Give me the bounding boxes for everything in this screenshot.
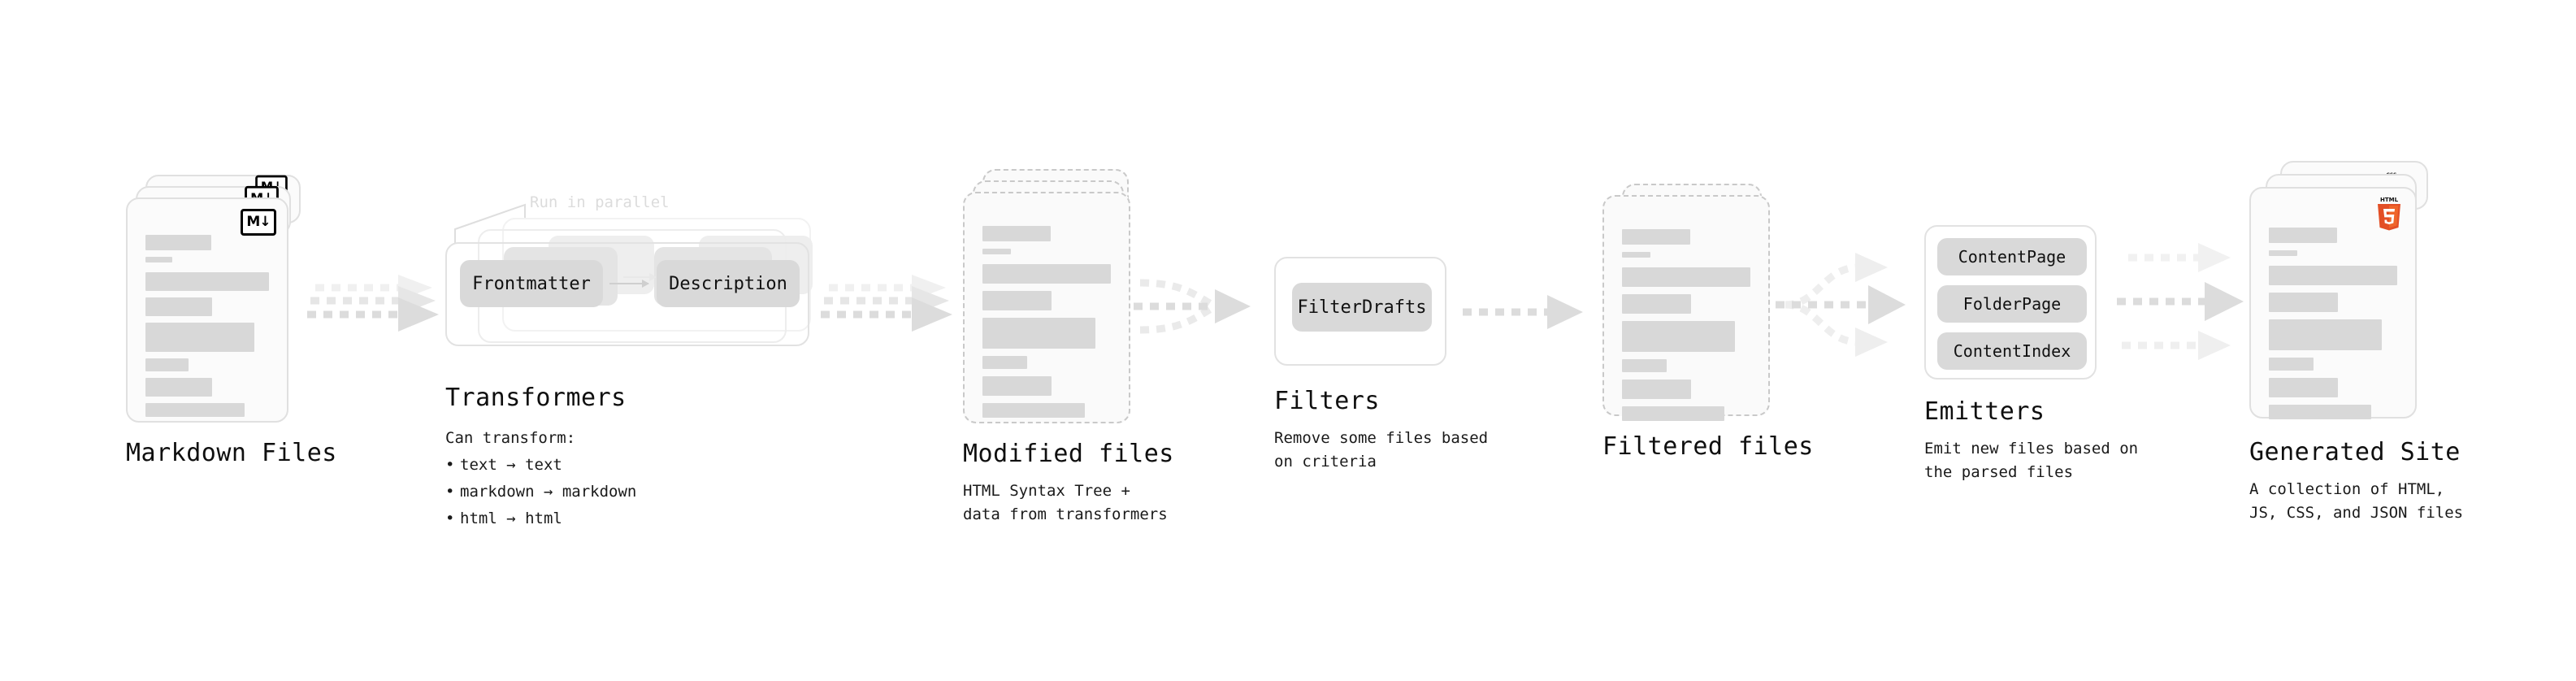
html5-icon: HTML: [2374, 195, 2404, 231]
transformer-node-frontmatter[interactable]: Frontmatter: [460, 260, 603, 307]
stage-subtitle-generated: A collection of HTML, JS, CSS, and JSON …: [2249, 480, 2464, 522]
flow-filters-to-filtered: [1463, 293, 1593, 333]
stage-subtitle-filters: Remove some files based on criteria: [1274, 429, 1489, 471]
run-in-parallel-bracket: [452, 200, 549, 247]
filter-node-filterdrafts[interactable]: FilterDrafts: [1292, 283, 1432, 332]
svg-text:HTML: HTML: [2380, 197, 2399, 203]
stage-title-markdown: Markdown Files: [126, 439, 337, 467]
flow-modified-to-filters: [1134, 268, 1272, 358]
run-in-parallel-label: Run in parallel: [530, 193, 670, 211]
stage-subtitle-modified: HTML Syntax Tree + data from transformer…: [963, 482, 1168, 523]
stage-title-emitters: Emitters: [1924, 397, 2045, 426]
emitters-group-box: ContentPage FolderPage ContentIndex: [1924, 225, 2097, 380]
stage-generated-site: CSS HTML: [2249, 161, 2463, 524]
generated-card-html: HTML: [2249, 187, 2417, 419]
flow-markdown-to-transformers: [307, 275, 445, 344]
filtered-card-stack: [1602, 184, 1777, 421]
stage-emitters: ContentPage FolderPage ContentIndex Emit…: [1924, 225, 2138, 484]
stage-title-filtered: Filtered files: [1602, 432, 1814, 461]
stage-filters: FilterDrafts Filters Remove some files b…: [1274, 257, 1488, 473]
stage-subtitle-emitters: Emit new files based on the parsed files: [1924, 440, 2139, 481]
emitter-node-contentindex[interactable]: ContentIndex: [1937, 332, 2087, 370]
card-skeleton-lines: [2269, 228, 2397, 419]
modified-card-front: [963, 192, 1130, 423]
transformers-bullet-list: text → text markdown → markdown html → h…: [445, 452, 827, 533]
flow-transformers-to-modified: [821, 275, 959, 344]
generated-card-stack: CSS HTML: [2249, 161, 2436, 425]
stage-markdown-files: M↓ M↓ M↓ Markdown F: [126, 175, 337, 467]
stage-title-transformers: Transformers: [445, 384, 627, 412]
card-skeleton-lines: [1622, 229, 1750, 421]
markdown-card-stack: M↓ M↓ M↓: [126, 175, 301, 423]
stage-modified-files: Modified files HTML Syntax Tree + data f…: [963, 169, 1174, 526]
filters-group-box: FilterDrafts: [1274, 257, 1446, 366]
modified-card-stack: [963, 169, 1138, 425]
transformers-group-stack: Run in parallel Frontmatter Description: [445, 189, 827, 359]
bullet-html-to-html: html → html: [445, 505, 827, 532]
stage-filtered-files: Filtered files: [1602, 184, 1814, 461]
stage-title-generated: Generated Site: [2249, 438, 2461, 466]
transformer-node-description[interactable]: Description: [657, 260, 800, 307]
bullet-markdown-to-markdown: markdown → markdown: [445, 479, 827, 505]
bullet-text-to-text: text → text: [445, 452, 827, 479]
transformer-group-front: Frontmatter Description: [445, 242, 809, 346]
stage-title-modified: Modified files: [963, 440, 1174, 468]
emitter-node-contentpage[interactable]: ContentPage: [1937, 238, 2087, 275]
stage-transformers: Run in parallel Frontmatter Description …: [445, 189, 827, 532]
transformers-subtitle-heading: Can transform:: [445, 429, 576, 447]
filtered-card-front: [1602, 195, 1770, 421]
transformer-connector-arrow: [609, 280, 649, 288]
stage-title-filters: Filters: [1274, 387, 1380, 415]
markdown-icon: M↓: [241, 209, 276, 236]
flow-emitters-to-generated: [2117, 232, 2263, 370]
markdown-card-front: M↓: [126, 197, 288, 423]
emitter-node-folderpage[interactable]: FolderPage: [1937, 285, 2087, 323]
flow-filtered-to-emitters: [1776, 240, 1922, 370]
card-skeleton-lines: [145, 235, 269, 417]
card-skeleton-lines: [982, 226, 1111, 418]
